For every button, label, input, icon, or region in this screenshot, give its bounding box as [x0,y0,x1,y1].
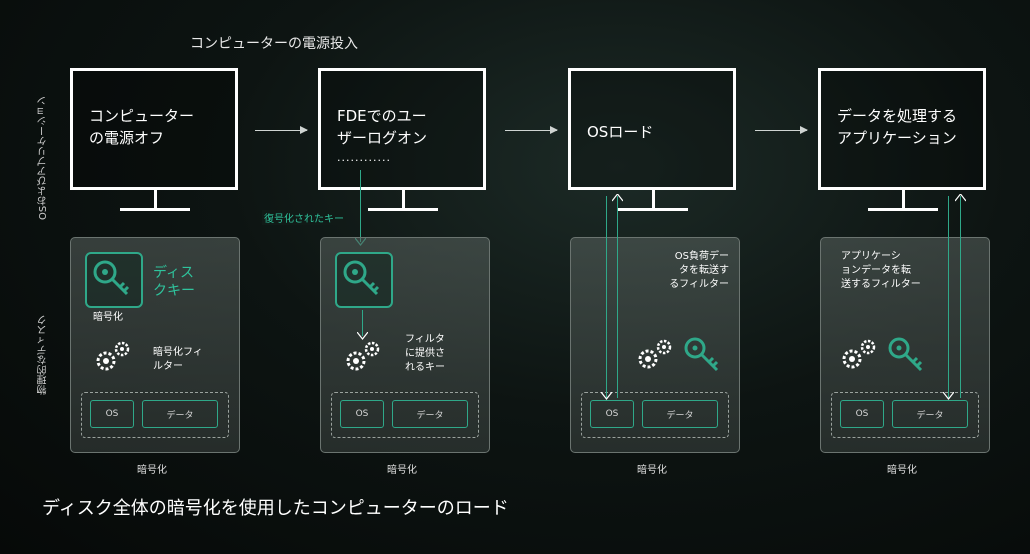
disk-contents: OS データ [581,392,729,438]
filter-text: 暗号化フィ ルター [153,347,203,372]
disk-panel-2: フィルタ に提供さ れるキー OS データ [320,237,490,453]
disk-panel-1: ディス クキー 暗号化 暗号化フィ ルター OS データ [70,237,240,453]
key-icon [684,337,719,372]
monitor-base [618,208,688,211]
disk-caption: 暗号化 [887,465,917,476]
monitor-base [120,208,190,211]
disk-contents: OS データ [331,392,479,438]
disk-key-box [85,252,143,308]
slot-data: データ [392,400,468,428]
arrow-right-icon [255,126,308,134]
arrow-down-icon [943,392,954,400]
filter-text: OS負荷デー タを転送す るフィルター [669,251,729,290]
app-data-line-up [948,196,949,398]
monitor-fde-logon: FDEでのユー ザーログオン ............ [318,68,486,190]
monitor-base [868,208,938,211]
arrow-right-icon [755,126,808,134]
encrypted-label: 暗号化 [93,312,123,323]
slot-os: OS [340,400,384,428]
gear-icon [638,339,672,369]
disk-panel-4: アプリケーシ ョンデータを転 送するフィルター OS データ [820,237,990,453]
slot-os: OS [90,400,134,428]
key-icon [343,260,380,296]
monitor-text: コンピューター の電源オフ [89,107,195,147]
disk-contents: OS データ [831,392,979,438]
disk-key-title: ディス クキー [153,265,195,299]
side-label-os-apps: OSおよびアプリケーション [38,95,49,220]
monitor-stand [652,190,655,208]
key-icon [93,260,130,296]
arrow-down-icon [601,392,612,400]
arrow-right-icon [505,126,558,134]
diagram-title: ディスク全体の暗号化を使用したコンピューターのロード [42,498,509,519]
gear-icon [96,341,130,371]
disk-contents: OS データ [81,392,229,438]
arrow-down-icon [357,332,368,340]
os-load-line-down [617,196,618,398]
monitor-app-processing: データを処理する アプリケーション [818,68,986,190]
slot-data: データ [642,400,718,428]
monitor-text: FDEでのユー ザーログオン [337,107,428,147]
slot-data: データ [892,400,968,428]
monitor-stand [902,190,905,208]
monitor-text: OSロード [587,123,654,141]
filter-text: アプリケーシ ョンデータを転 送するフィルター [841,251,921,290]
app-data-line-down [960,196,961,398]
key-icon [888,337,923,372]
monitor-stand [402,190,405,208]
disk-key-box [335,252,393,308]
decrypted-key-label: 復号化されたキー [262,210,346,225]
slot-os: OS [590,400,634,428]
monitor-text: データを処理する アプリケーション [837,107,958,147]
monitor-base [368,208,438,211]
disk-caption: 暗号化 [137,465,167,476]
monitor-dots: ............ [337,151,391,164]
slot-data: データ [142,400,218,428]
slot-os: OS [840,400,884,428]
gear-icon [842,339,876,369]
key-to-filter-line [362,310,363,336]
disk-caption: 暗号化 [637,465,667,476]
disk-panel-3: OS負荷デー タを転送す るフィルター OS データ [570,237,740,453]
monitor-stand [154,190,157,208]
gear-icon [346,341,380,371]
disk-caption: 暗号化 [387,465,417,476]
arrow-up-icon [612,194,623,202]
top-label: コンピューターの電源投入 [190,36,358,52]
monitor-os-load: OSロード [568,68,736,190]
arrow-up-icon [955,194,966,202]
monitor-power-off: コンピューター の電源オフ [70,68,238,190]
filter-text: フィルタ に提供さ れるキー [405,334,445,373]
side-label-disk: 物理的なディスク [38,315,49,395]
os-load-line-up [606,196,607,398]
key-connector-line [360,170,361,242]
